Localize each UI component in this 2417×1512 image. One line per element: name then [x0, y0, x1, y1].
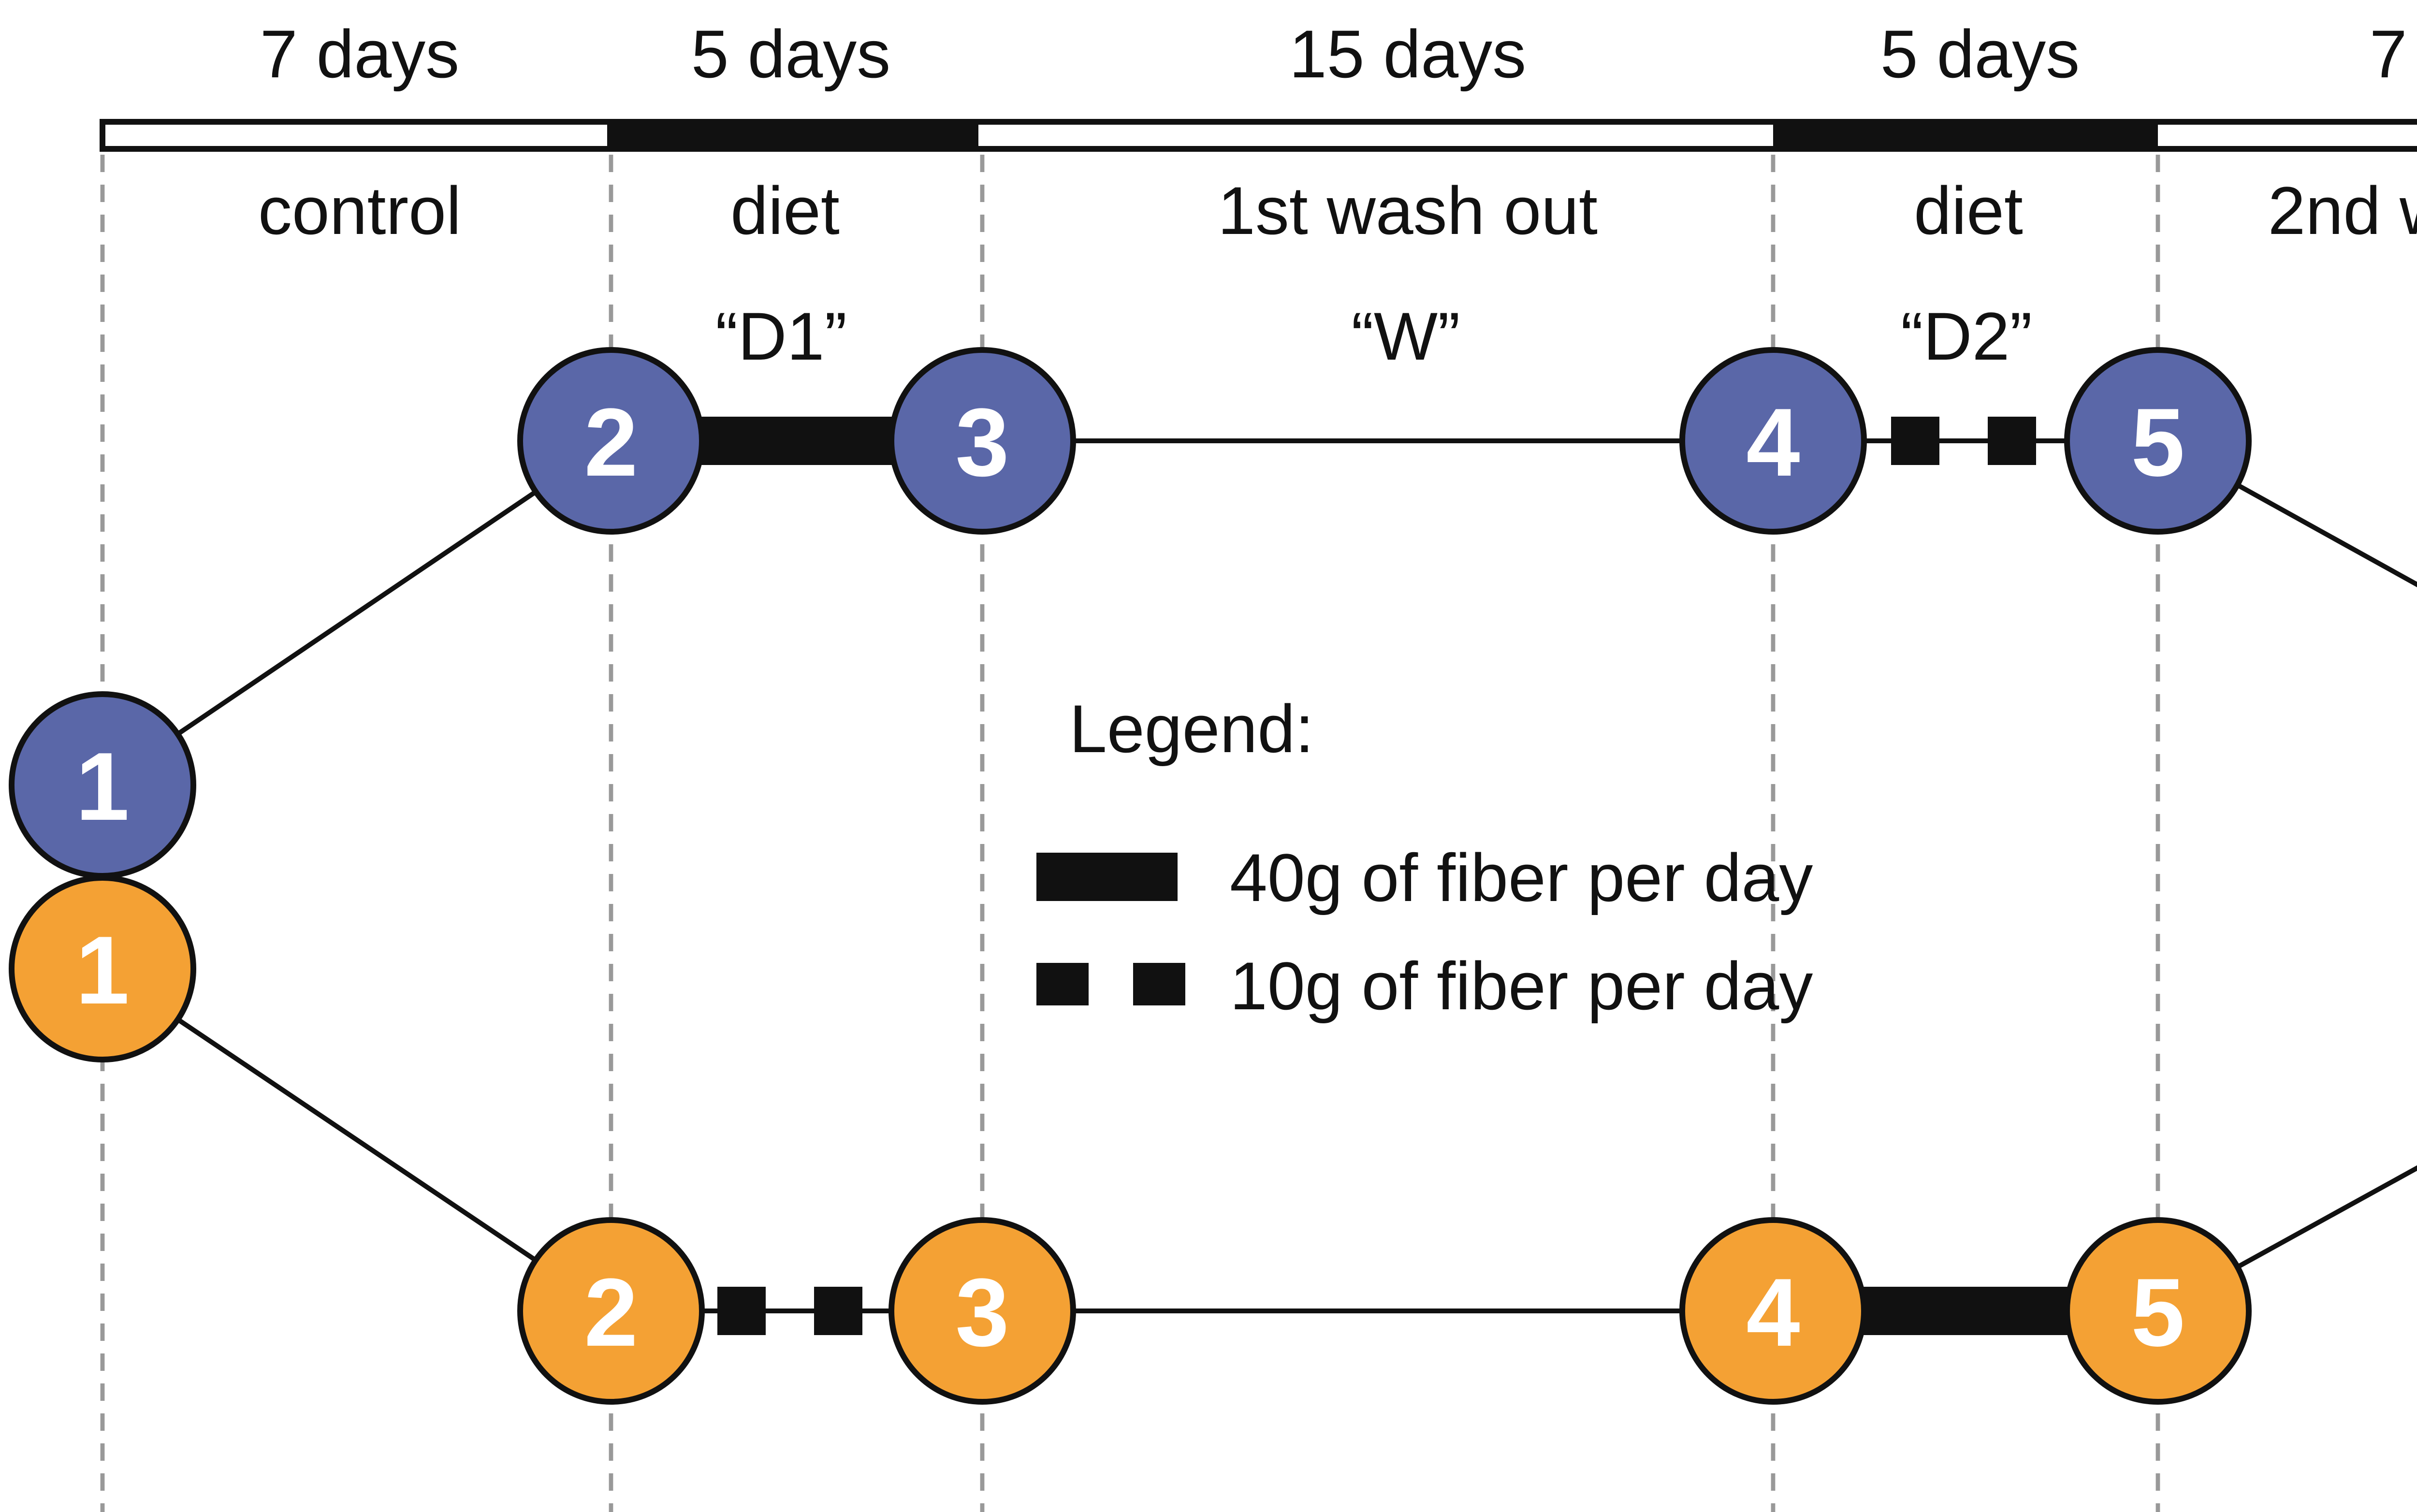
visit-node-blue-2 — [517, 347, 705, 535]
visit-node-orange-4 — [1679, 1217, 1867, 1405]
fiber-10g-dash — [1891, 417, 1939, 465]
phase-name-row: control diet 1st wash out diet 2nd wash … — [258, 173, 2417, 248]
visit-node-label: 2 — [584, 1259, 638, 1367]
timeline-bar — [100, 119, 2417, 152]
phase-duration-label: 5 days — [691, 16, 890, 92]
visit-node-orange-5 — [2064, 1217, 2252, 1405]
visit-node-label: 2 — [584, 389, 638, 496]
visit-node-label: 5 — [2131, 389, 2184, 496]
visit-node-label: 1 — [75, 916, 129, 1024]
connector-line — [101, 966, 612, 1313]
legend-swatch-10g — [1036, 963, 1089, 1005]
connector-line — [101, 438, 612, 787]
phase-duration-label: 7 days — [260, 16, 459, 92]
bottom-arm-nodes: 1 2 3 4 5 6 — [9, 875, 2252, 1405]
top-arm-nodes: 1 2 3 4 5 6 — [9, 347, 2252, 879]
fiber-10g-dash — [1988, 417, 2036, 465]
phase-name-label: 1st wash out — [1218, 173, 1598, 248]
visit-node-label: 4 — [1746, 389, 1800, 496]
legend-item-label: 40g of fiber per day — [1230, 840, 1813, 916]
phase-code-row: “D1” “W” “D2” — [715, 298, 2032, 374]
bottom-arm-connectors — [101, 966, 2417, 1335]
visit-node-orange-2 — [517, 1217, 705, 1405]
visit-node-label: 3 — [955, 389, 1009, 496]
phase-name-label: 2nd wash out — [2268, 173, 2417, 248]
fiber-10g-dash — [814, 1287, 862, 1335]
phase-name-label: control — [258, 173, 461, 248]
visit-node-label: 5 — [2131, 1259, 2184, 1367]
visit-node-label: 1 — [75, 733, 129, 841]
visit-node-orange-3 — [888, 1217, 1076, 1405]
phase-duration-label: 15 days — [1289, 16, 1526, 92]
top-arm-connectors — [101, 417, 2417, 787]
phase-name-label: diet — [730, 173, 840, 248]
visit-node-label: 4 — [1746, 1259, 1800, 1367]
phase-code-label: “D1” — [715, 298, 847, 374]
visit-node-blue-3 — [888, 347, 1076, 535]
phase-name-label: diet — [1914, 173, 2023, 248]
legend-item-label: 10g of fiber per day — [1230, 948, 1813, 1024]
visit-node-blue-5 — [2064, 347, 2252, 535]
phase-code-label: “D2” — [1901, 298, 2032, 374]
phase-duration-label: 7 days — [2370, 16, 2417, 92]
phase-duration-label: 5 days — [1880, 16, 2080, 92]
legend: Legend: 40g of fiber per day 10g of fibe… — [1036, 691, 1813, 1024]
connector-line — [2156, 1165, 2417, 1313]
visit-node-label: 3 — [955, 1259, 1009, 1367]
fiber-40g-bar — [692, 417, 893, 465]
phase-code-label: “W” — [1351, 298, 1460, 374]
legend-swatch-40g — [1036, 853, 1178, 901]
fiber-10g-dash — [717, 1287, 766, 1335]
phase-duration-row: 7 days 5 days 15 days 5 days 7 days — [260, 16, 2417, 92]
connector-line — [2156, 438, 2417, 587]
visit-node-orange-1 — [9, 875, 196, 1062]
legend-title: Legend: — [1069, 691, 1314, 767]
legend-swatch-10g — [1133, 963, 1185, 1005]
timeline-diet-segment-d2 — [1773, 119, 2158, 152]
fiber-40g-bar — [1856, 1287, 2073, 1335]
visit-node-blue-4 — [1679, 347, 1867, 535]
timeline-diet-segment-d1 — [607, 119, 978, 152]
